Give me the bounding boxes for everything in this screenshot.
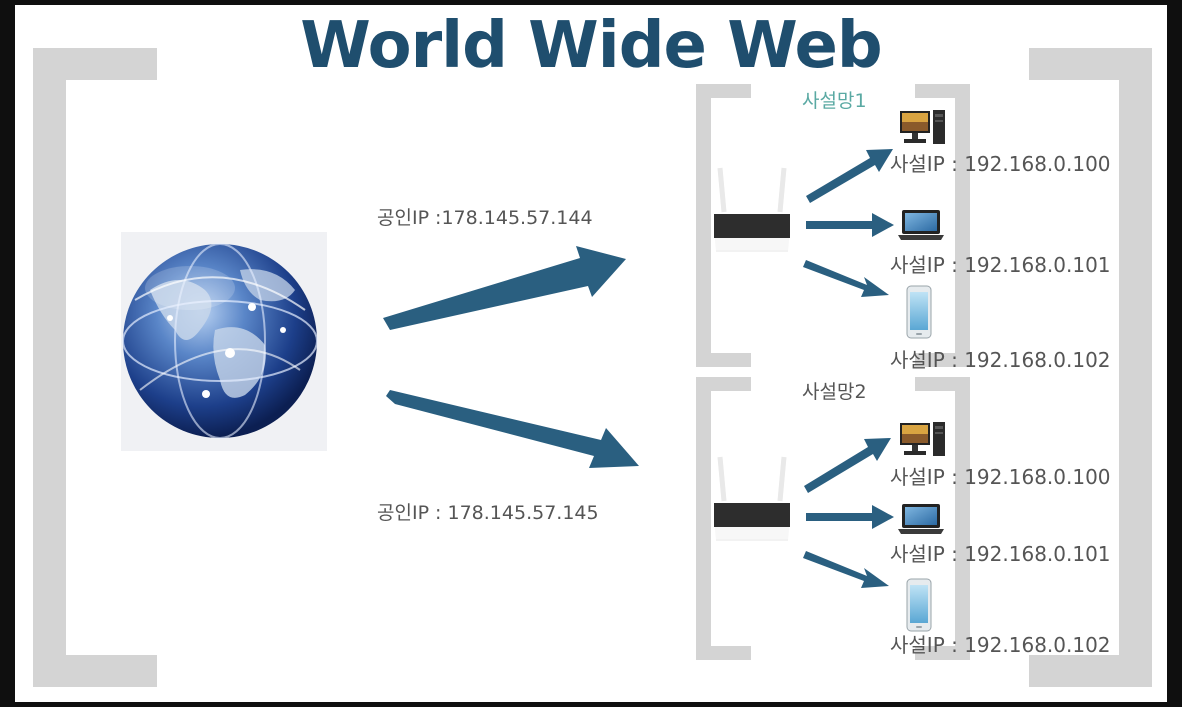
network2-arrows <box>803 438 894 588</box>
arrow-to-network1 <box>383 246 626 330</box>
desktop-computer-icon <box>900 422 945 456</box>
network2-left-bracket <box>696 377 751 660</box>
router-icon <box>714 168 790 252</box>
arrow-to-network2 <box>386 390 639 468</box>
outer-left-bracket <box>33 48 157 687</box>
network1-device2-ip: 사설IP : 192.168.0.101 <box>890 253 1111 277</box>
network2-right-bracket <box>915 377 970 660</box>
network1-right-bracket <box>915 84 970 367</box>
network2-device2-ip: 사설IP : 192.168.0.101 <box>890 542 1111 566</box>
network2-device3-ip: 사설IP : 192.168.0.102 <box>890 633 1111 657</box>
smartphone-icon <box>906 285 932 339</box>
page-title: World Wide Web <box>300 9 882 83</box>
network1-device1-ip: 사설IP : 192.168.0.100 <box>890 152 1111 176</box>
network1-name: 사설망1 <box>802 90 867 112</box>
network2-device1-ip: 사설IP : 192.168.0.100 <box>890 465 1111 489</box>
outer-right-bracket <box>1029 48 1152 687</box>
laptop-icon <box>898 504 944 534</box>
smartphone-icon <box>906 578 932 632</box>
router-icon <box>714 457 790 541</box>
network1-arrows <box>803 149 894 297</box>
network2-name: 사설망2 <box>802 381 867 403</box>
globe-icon <box>122 243 318 439</box>
public-ip-label-1: 공인IP :178.145.57.144 <box>377 207 593 229</box>
network1-device3-ip: 사설IP : 192.168.0.102 <box>890 348 1111 372</box>
public-ip-label-2: 공인IP : 178.145.57.145 <box>377 502 599 524</box>
network1-left-bracket <box>696 84 751 367</box>
laptop-icon <box>898 210 944 240</box>
desktop-computer-icon <box>900 110 945 144</box>
